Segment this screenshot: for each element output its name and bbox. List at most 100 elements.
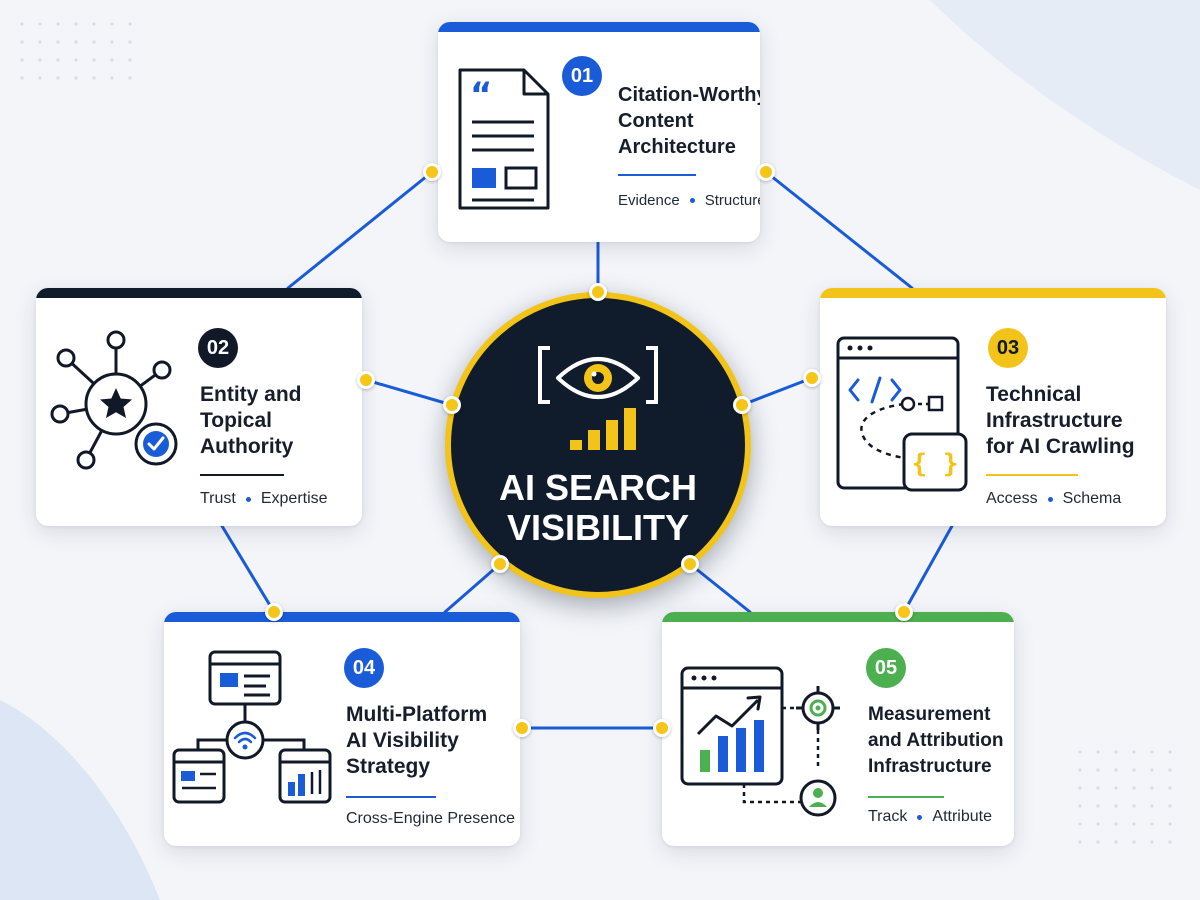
tag-separator (245, 496, 251, 502)
decor-dot (1168, 750, 1172, 754)
decor-dot (92, 40, 96, 44)
connector-card2-card4 (220, 524, 276, 614)
connector-node (423, 163, 441, 181)
decor-dot (110, 76, 114, 80)
title-underline (618, 174, 696, 176)
card-accent-bar (164, 612, 520, 622)
decor-dot (1114, 750, 1118, 754)
tag-label: Evidence (618, 192, 680, 209)
decor-dot (38, 40, 42, 44)
connector-node (265, 603, 283, 621)
decor-dot (1114, 768, 1118, 772)
decor-dot (74, 58, 78, 62)
pillar-title: Measurement and Attribution Infrastructu… (868, 704, 1004, 777)
decor-dot (20, 22, 24, 26)
decor-dot (1096, 822, 1100, 826)
pillar-tags: Cross-Engine Presence (346, 810, 515, 828)
tag-label: Cross-Engine Presence (346, 810, 515, 827)
eye-signal-icon (538, 346, 658, 450)
decor-dot (38, 76, 42, 80)
connector-hub-card2 (364, 378, 454, 407)
decor-dot (1078, 768, 1082, 772)
connector-card3-card5 (902, 524, 954, 614)
pillar-card-05: 05 Measurement and Attribution Infrastru… (662, 612, 1014, 846)
decor-dot (1168, 768, 1172, 772)
decor-dot (128, 40, 132, 44)
connector-node (681, 555, 699, 573)
decor-dot (1132, 804, 1136, 808)
decor-dot (1150, 840, 1154, 844)
decor-dot (56, 76, 60, 80)
decor-dot (74, 76, 78, 80)
connector-node (589, 283, 607, 301)
pillar-card-04: 04 Multi-Platform AI Visibility Strategy… (164, 612, 520, 846)
pillar-card-02: 02 Entity and Topical Authority Trust Ex… (36, 288, 362, 526)
decor-dot (56, 22, 60, 26)
decor-dot (92, 76, 96, 80)
decor-dot (20, 76, 24, 80)
code-browser-icon: { } (836, 336, 968, 492)
step-number-badge: 05 (866, 648, 906, 688)
pillar-card-03: { } 03 Technical Infrastructure for AI C… (820, 288, 1166, 526)
decor-dot (1168, 804, 1172, 808)
decor-dot (1150, 768, 1154, 772)
connector-node (443, 396, 461, 414)
connector-node (895, 603, 913, 621)
decor-dot (1096, 804, 1100, 808)
step-number-badge: 01 (562, 56, 602, 96)
decor-dot (1150, 750, 1154, 754)
connector-hub-card5 (688, 562, 752, 614)
pillar-title: Technical Infrastructure for AI Crawling (986, 383, 1135, 458)
tag-label: Trust (200, 490, 236, 507)
decor-dot (1078, 750, 1082, 754)
step-number-badge: 04 (344, 648, 384, 688)
decor-dot (1096, 786, 1100, 790)
title-underline (868, 796, 944, 798)
decor-dot (1132, 840, 1136, 844)
decor-dot (92, 22, 96, 26)
decor-dot (128, 58, 132, 62)
connector-hub-card3 (740, 376, 814, 407)
connector-node (803, 369, 821, 387)
decor-dot (1150, 822, 1154, 826)
decor-dot (1078, 840, 1082, 844)
decor-dot (1078, 804, 1082, 808)
tag-label: Attribute (932, 808, 992, 825)
svg-text:{ }: { } (912, 449, 959, 479)
decor-dot (56, 40, 60, 44)
tag-label: Structure (704, 192, 760, 209)
decor-dot (1096, 750, 1100, 754)
card-accent-bar (36, 288, 362, 298)
multi-platform-icon (172, 650, 332, 804)
connector-hub-card4 (443, 562, 502, 614)
quote-document-icon: “ (458, 68, 550, 210)
pillar-title: Multi-Platform AI Visibility Strategy (346, 703, 488, 778)
step-number-badge: 03 (988, 328, 1028, 368)
step-number-badge: 02 (198, 328, 238, 368)
tag-separator (917, 814, 923, 820)
decor-dot (1168, 840, 1172, 844)
decor-dot (1096, 768, 1100, 772)
decor-dot (1132, 750, 1136, 754)
card-accent-bar (438, 22, 760, 32)
decor-dot (1150, 786, 1154, 790)
tag-label: Access (986, 490, 1038, 507)
pillar-card-01: “ 01 Citation-Worthy Content Architectur… (438, 22, 760, 242)
connector-node (653, 719, 671, 737)
decor-dot (1168, 786, 1172, 790)
connector-node (357, 371, 375, 389)
card-accent-bar (820, 288, 1166, 298)
decor-dot (56, 58, 60, 62)
tag-label: Schema (1062, 490, 1122, 507)
decor-dot (38, 22, 42, 26)
central-hub: AI SEARCH VISIBILITY (445, 292, 751, 598)
decor-dot (1114, 804, 1118, 808)
svg-text:“: “ (470, 75, 492, 115)
decor-dot (1114, 840, 1118, 844)
pillar-title: Entity and Topical Authority (200, 383, 302, 458)
card-accent-bar (662, 612, 1014, 622)
connector-node (757, 163, 775, 181)
decor-dot (74, 40, 78, 44)
decor-dot (110, 40, 114, 44)
